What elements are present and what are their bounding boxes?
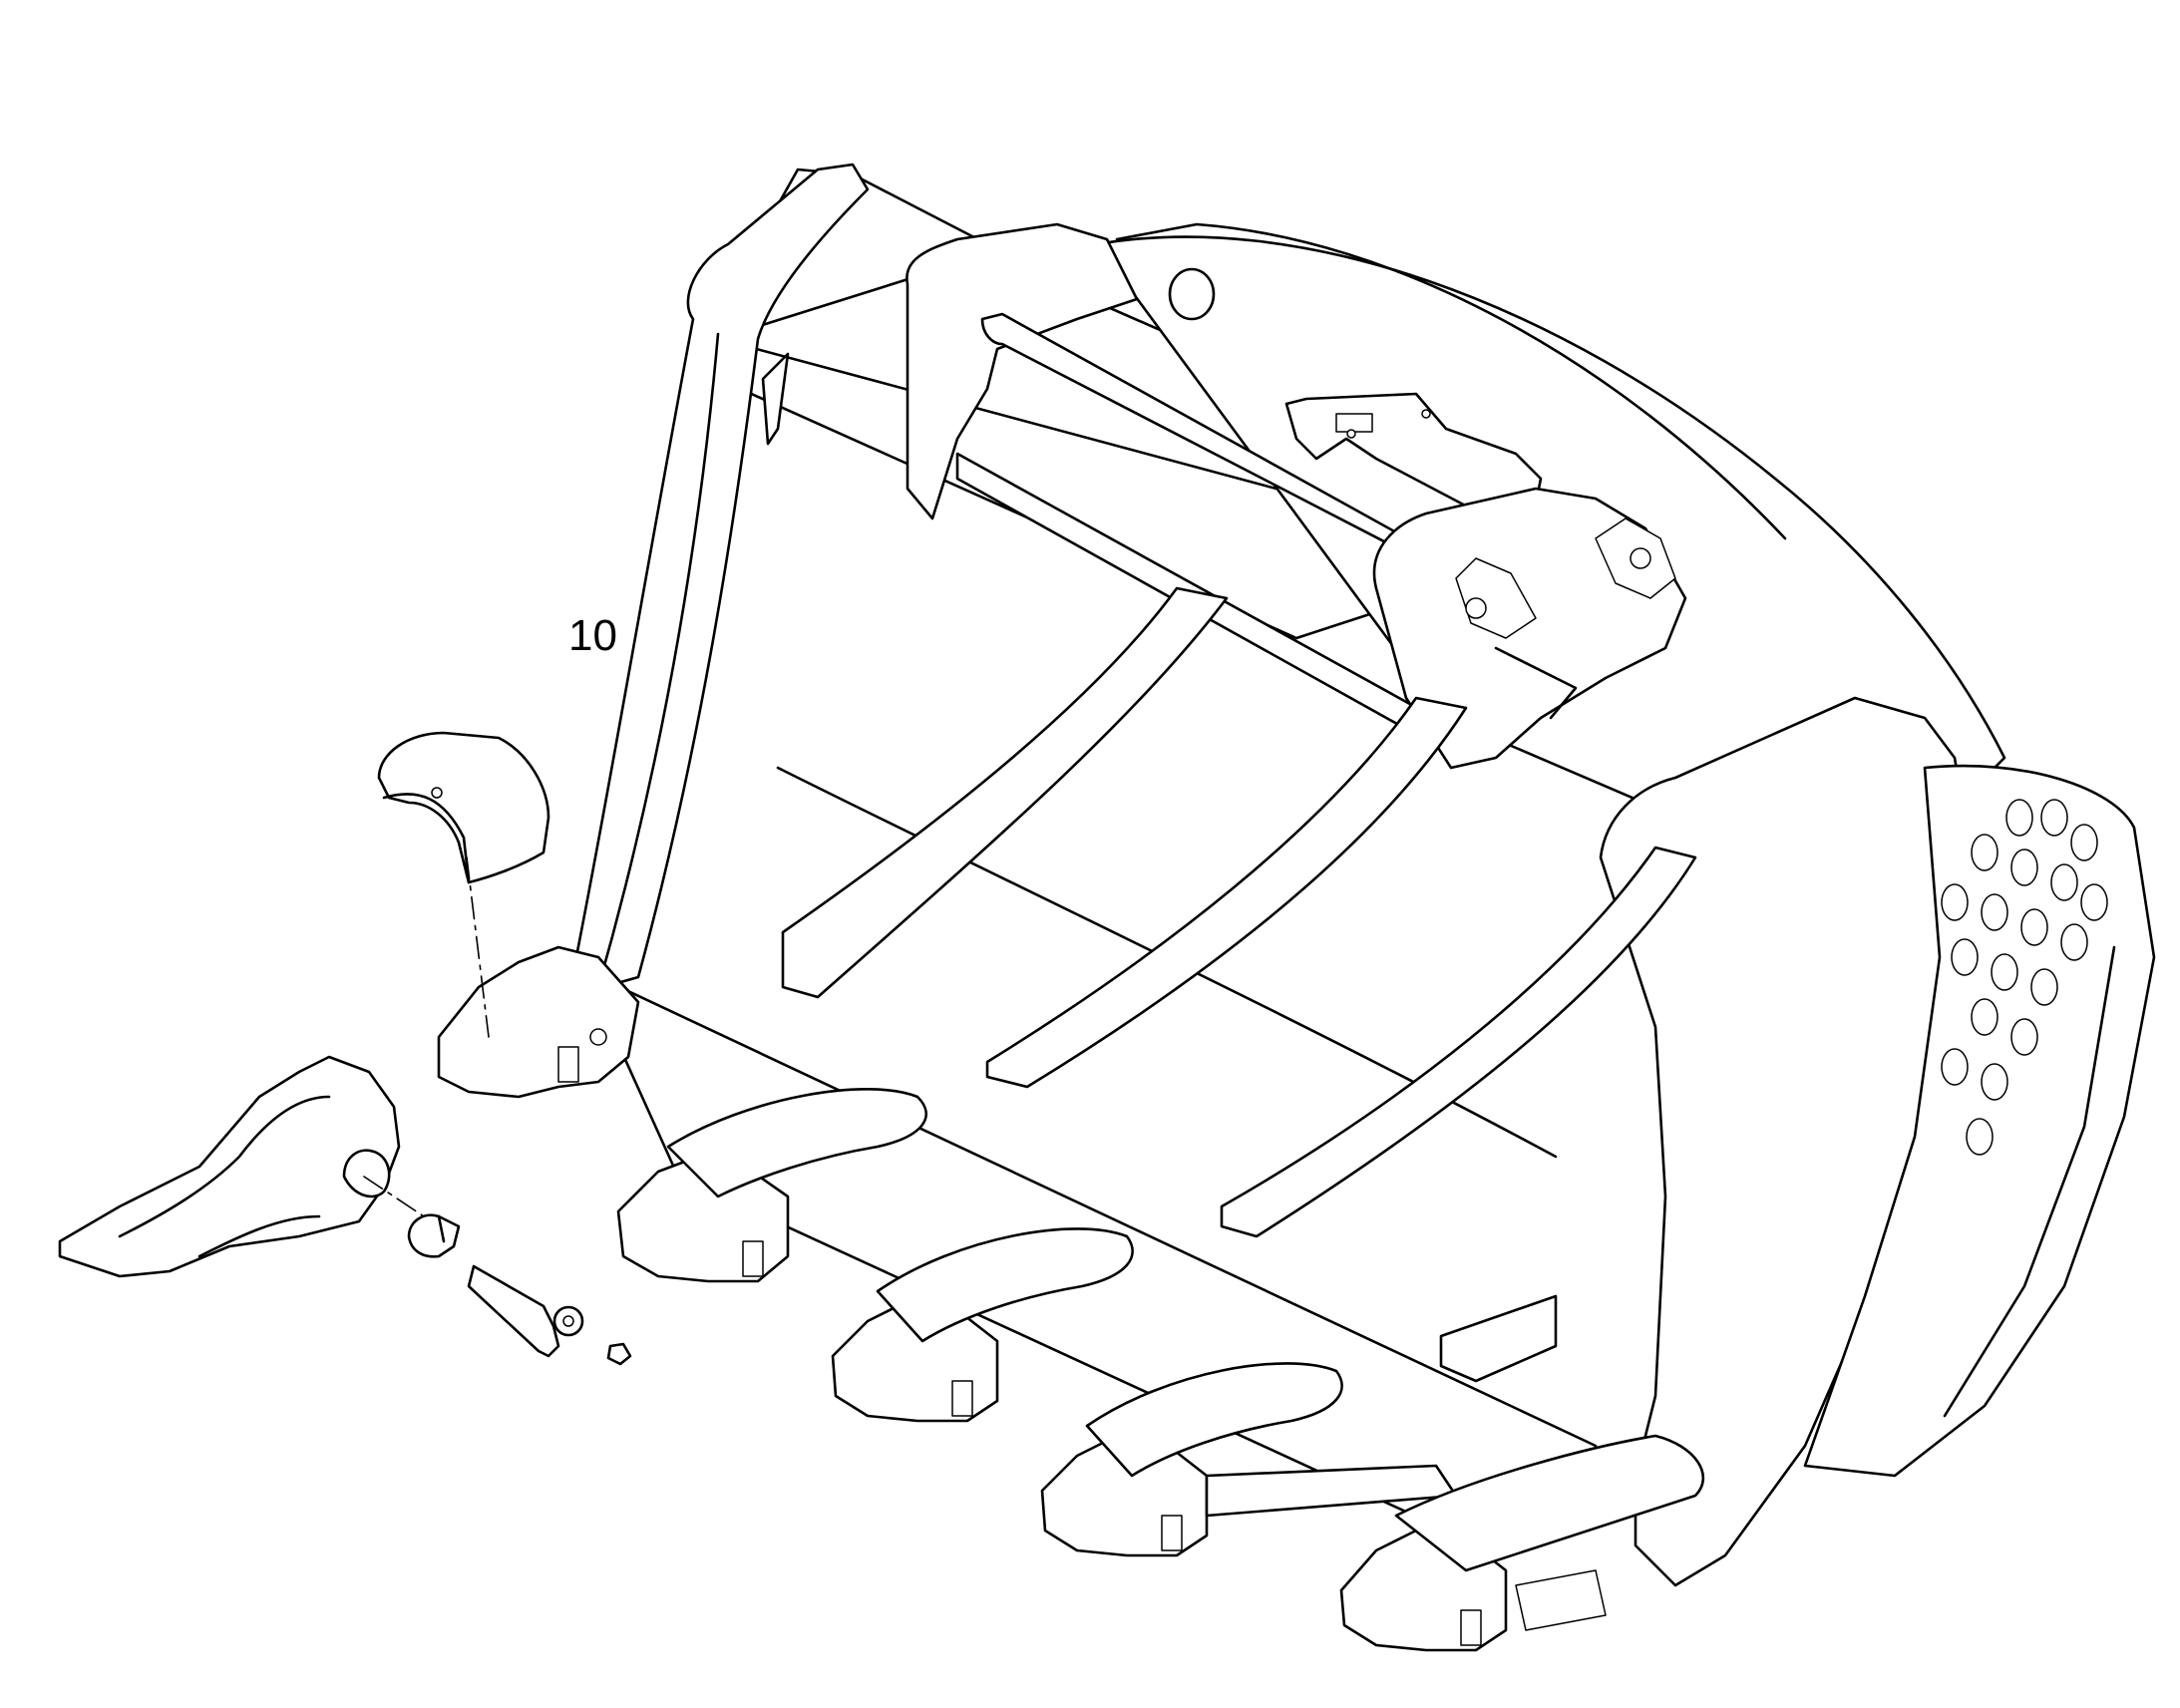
tooth-adapter-5 <box>1339 1434 1705 1652</box>
tooth-adapter-1 <box>437 945 640 1099</box>
assembly-line-tip <box>363 1176 425 1217</box>
tooth-cap-exploded <box>377 731 550 884</box>
retainer-clip <box>407 1213 461 1258</box>
callout-10: 10 <box>568 611 617 660</box>
tooth-tip-exploded <box>58 1055 401 1278</box>
right-hanger-plate <box>1372 487 1687 770</box>
wear-strips <box>781 586 1697 1383</box>
locking-pin <box>467 1264 584 1358</box>
left-hanger-plate <box>906 222 1216 520</box>
lock-washer <box>606 1342 632 1366</box>
assembly-line-cap <box>466 856 490 1038</box>
tooth-adapter-4 <box>1040 1362 1458 1557</box>
tooth-adapter-3 <box>831 1227 1134 1423</box>
side-perforations <box>1941 799 2108 1156</box>
tooth-adapter-2 <box>616 1088 927 1283</box>
left-side-frame <box>566 163 870 999</box>
